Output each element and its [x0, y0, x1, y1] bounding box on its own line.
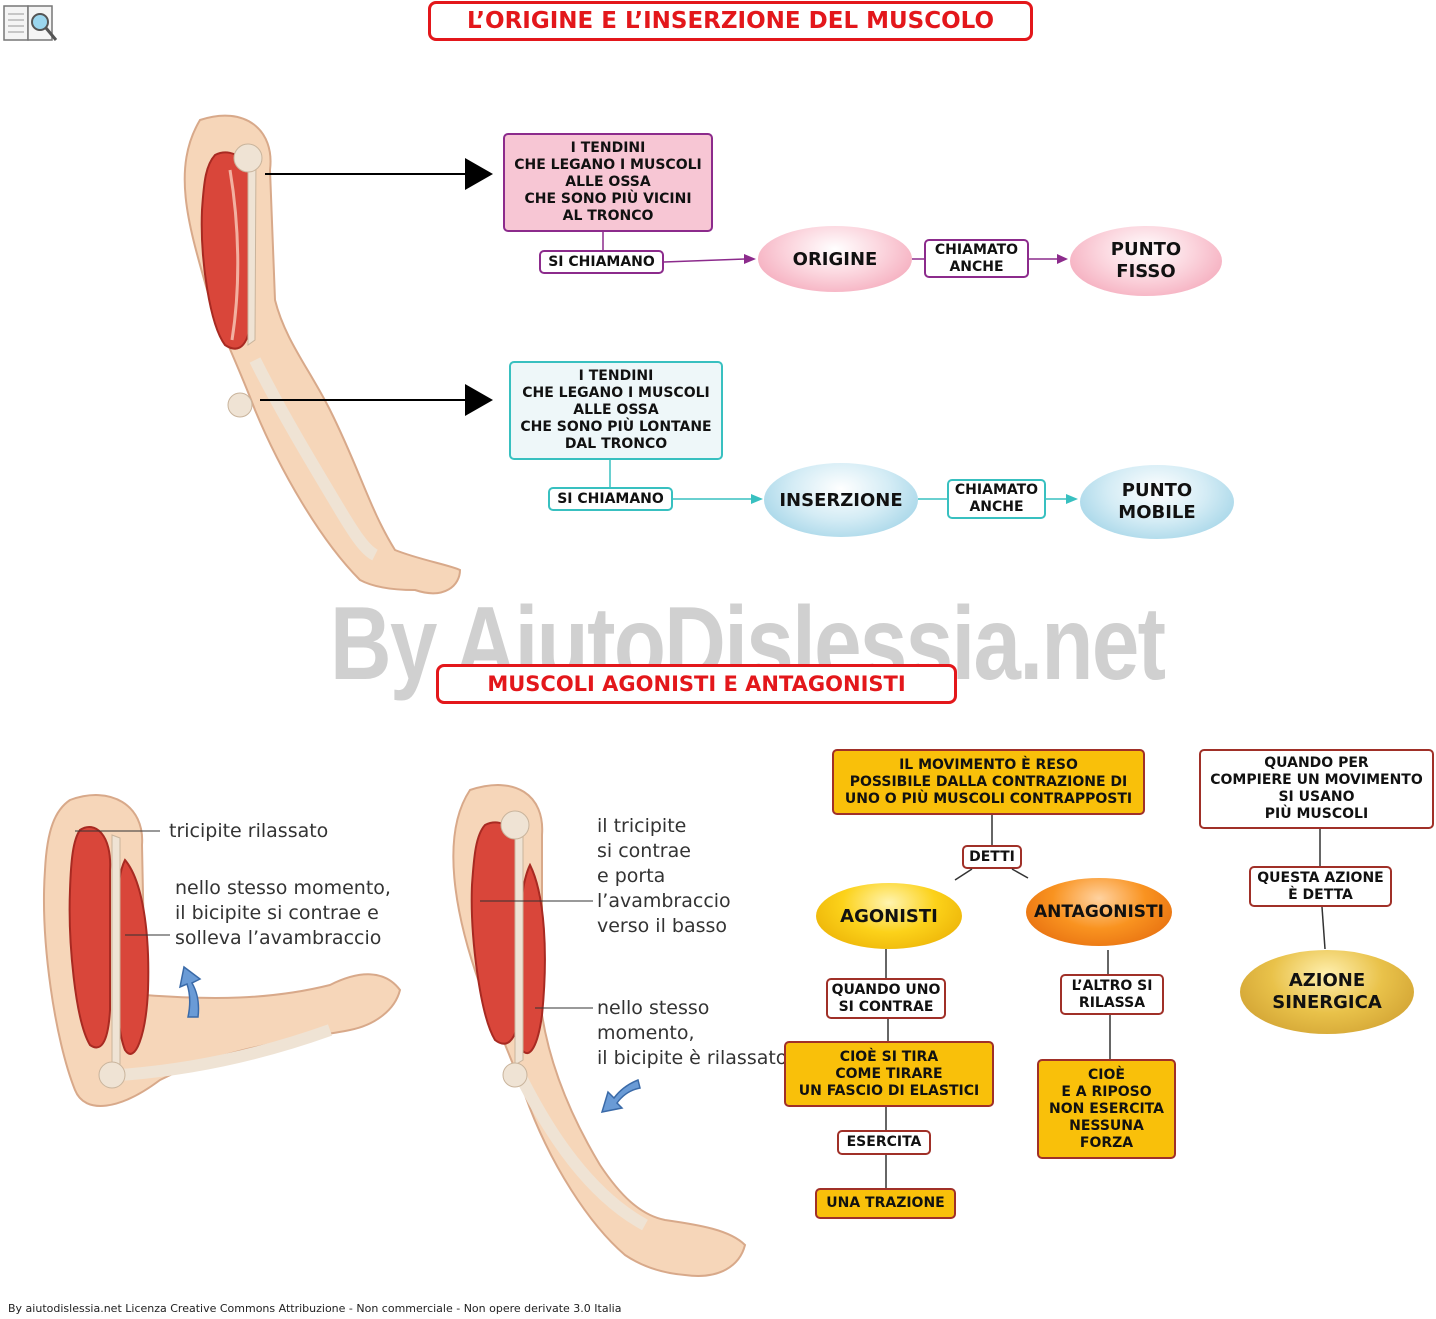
bottom-connectors: [885, 815, 1326, 1188]
exerts-label: ESERCITA: [837, 1130, 931, 1155]
fixed-point-oval: PUNTO FISSO: [1070, 226, 1222, 296]
pointer-arrows: [260, 158, 493, 416]
arm-illustration-top: [183, 114, 462, 595]
antagonist-condition: L’ALTRO SI RILASSA: [1060, 974, 1164, 1015]
insertion-called-also: CHIAMATO ANCHE: [947, 479, 1046, 519]
synergic-action-oval: AZIONE SINERGICA: [1240, 950, 1414, 1034]
section2-title: MUSCOLI AGONISTI E ANTAGONISTI: [436, 664, 957, 704]
agonists-oval: AGONISTI: [816, 883, 962, 949]
arm-illustration-bent: [43, 794, 402, 1107]
antagonist-explanation: CIOÈ E A RIPOSO NON ESERCITA NESSUNA FOR…: [1037, 1059, 1176, 1159]
synergy-link-label: QUESTA AZIONE È DETTA: [1249, 866, 1392, 907]
origin-oval: ORIGINE: [758, 226, 912, 292]
left-arm-leaders: [75, 830, 170, 936]
page-title: L’ORIGINE E L’INSERZIONE DEL MUSCOLO: [428, 1, 1033, 41]
label-triceps-contracts: il tricipite si contrae e porta l’avambr…: [597, 815, 731, 937]
book-magnifier-icon: [2, 2, 58, 44]
label-biceps-contracts: nello stesso momento, il bicipite si con…: [175, 877, 391, 949]
insertion-oval: INSERZIONE: [764, 463, 918, 537]
arm-illustration-extended: [452, 784, 747, 1277]
traction-box: UNA TRAZIONE: [815, 1188, 956, 1219]
down-arrow-icon: [600, 1078, 641, 1113]
insertion-link-label: SI CHIAMANO: [548, 487, 673, 511]
synergy-definition-box: QUANDO PER COMPIERE UN MOVIMENTO SI USAN…: [1199, 749, 1434, 829]
middle-arm-leaders: [480, 900, 593, 1009]
antagonists-oval: ANTAGONISTI: [1026, 878, 1172, 946]
label-biceps-relaxed: nello stesso momento, il bicipite è rila…: [597, 997, 788, 1069]
mobile-point-oval: PUNTO MOBILE: [1080, 465, 1234, 539]
label-triceps-relaxed: tricipite rilassato: [169, 820, 329, 842]
detti-label: DETTI: [962, 845, 1022, 869]
origin-called-also: CHIAMATO ANCHE: [924, 239, 1029, 278]
origin-definition-box: I TENDINI CHE LEGANO I MUSCOLI ALLE OSSA…: [503, 133, 713, 232]
agonist-explanation: CIOÈ SI TIRA COME TIRARE UN FASCIO DI EL…: [784, 1041, 994, 1107]
movement-definition-box: IL MOVIMENTO È RESO POSSIBILE DALLA CONT…: [832, 749, 1145, 815]
top-connectors: [602, 232, 1078, 504]
license-footer: By aiutodislessia.net Licenza Creative C…: [8, 1302, 622, 1315]
up-arrow-icon: [178, 965, 202, 1018]
agonist-condition: QUANDO UNO SI CONTRAE: [826, 978, 946, 1019]
insertion-definition-box: I TENDINI CHE LEGANO I MUSCOLI ALLE OSSA…: [509, 361, 723, 460]
origin-link-label: SI CHIAMANO: [539, 250, 664, 274]
